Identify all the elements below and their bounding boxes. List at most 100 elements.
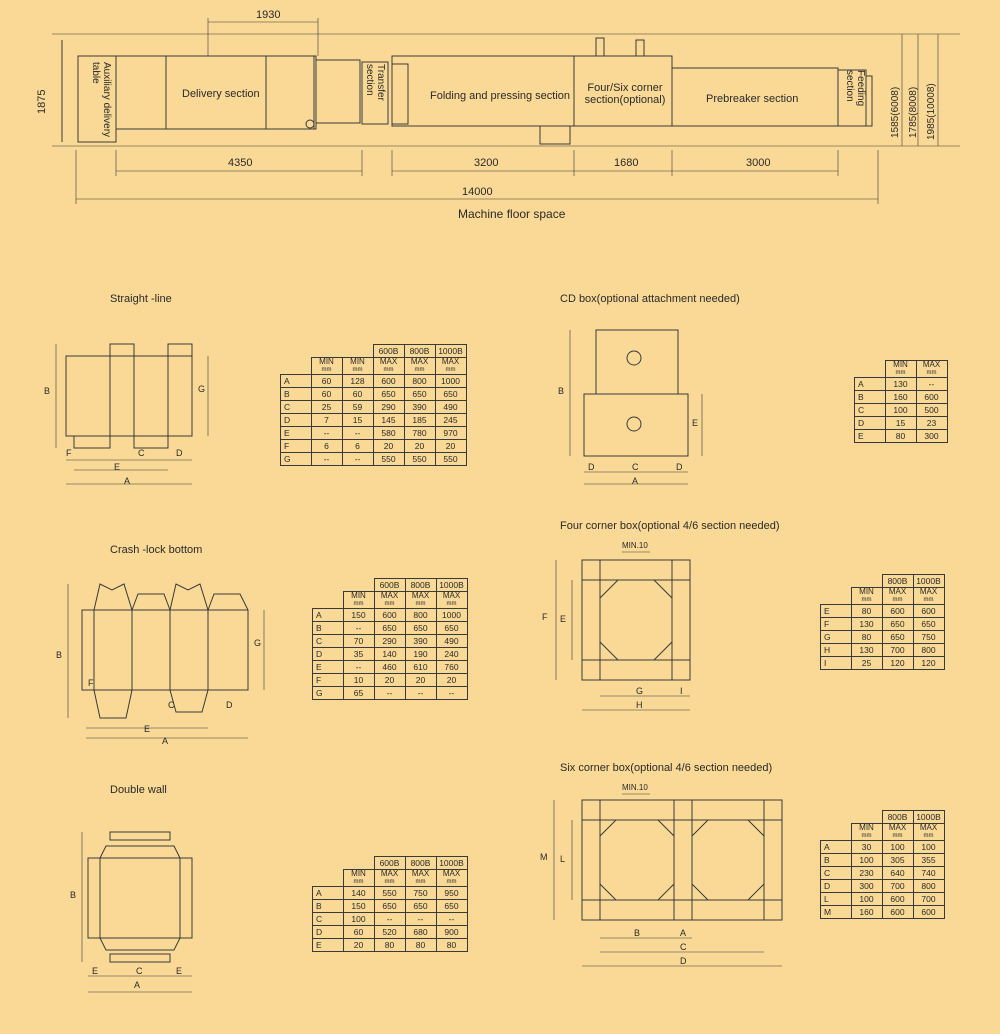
four-label-min: MIN.10 [622,541,648,550]
six-label-m: M [540,852,548,862]
cd-box-title: CD box(optional attachment needed) [560,293,740,305]
double-wall-title: Double wall [110,784,167,796]
cd-label-e: E [692,418,699,428]
dim-3200: 3200 [474,157,499,169]
cd-label-d2: D [676,462,683,472]
crash-label-e: E [144,724,151,734]
dim-top-1930: 1930 [256,9,281,21]
straight-label-a: A [124,476,131,486]
double-label-e1: E [92,966,99,976]
crash-lock-box-drawing [67,583,265,739]
straight-label-e: E [114,462,121,472]
straight-label-b: B [44,386,51,396]
transfer-section-label: Transfer section [364,64,386,101]
straight-line-box-drawing [55,343,209,485]
straight-label-d: D [176,448,183,458]
six-label-d: D [680,956,687,966]
straight-label-c: C [138,448,145,458]
six-label-min: MIN.10 [622,783,648,792]
crash-lock-title: Crash -lock bottom [110,544,203,556]
double-label-a: A [134,980,141,990]
dim-1680: 1680 [614,157,639,169]
double-wall-box-drawing [81,831,193,993]
cd-label-b: B [558,386,565,396]
machine-layout-drawing [52,18,960,204]
dim-14000: 14000 [462,186,493,198]
machine-floor-space-caption: Machine floor space [458,207,566,221]
four-label-h: H [636,700,643,710]
four-label-i: I [680,686,683,696]
six-corner-box-drawing [553,793,783,967]
four-corner-box-drawing [555,551,691,711]
crash-label-d: D [226,700,233,710]
delivery-section-label: Delivery section [182,88,260,100]
crash-label-f: F [88,678,94,688]
cd-box-drawing [569,329,703,485]
double-label-b: B [70,890,77,900]
four-label-g: G [636,686,644,696]
crash-label-b: B [56,650,63,660]
cd-label-c: C [632,462,639,472]
six-label-b: B [634,928,641,938]
six-label-a: A [680,928,687,938]
dim-1585: 1585(6008) [890,86,901,138]
prebreaker-section-label: Prebreaker section [706,93,799,105]
cd-label-d1: D [588,462,595,472]
auxiliary-delivery-table-label: Auxiliary delivery table [90,62,112,138]
dim-1785: 1785(8008) [908,86,919,138]
straight-label-g: G [198,384,206,394]
dim-3000: 3000 [746,157,771,169]
dim-1985: 1985(10008) [926,83,937,140]
six-label-c: C [680,942,687,952]
six-corner-title: Six corner box(optional 4/6 section need… [560,762,773,774]
six-label-l: L [560,854,566,864]
cd-label-a: A [632,476,639,486]
double-label-e2: E [176,966,183,976]
four-label-f: F [542,612,548,622]
double-label-c: C [136,966,143,976]
crash-label-a: A [162,736,169,746]
corner-section-label: Four/Six corner section(optional) [584,82,666,106]
straight-line-title: Straight -line [110,293,172,305]
four-label-e: E [560,614,567,624]
feeding-section-label: Feeding section [844,70,866,107]
straight-label-f: F [66,448,72,458]
